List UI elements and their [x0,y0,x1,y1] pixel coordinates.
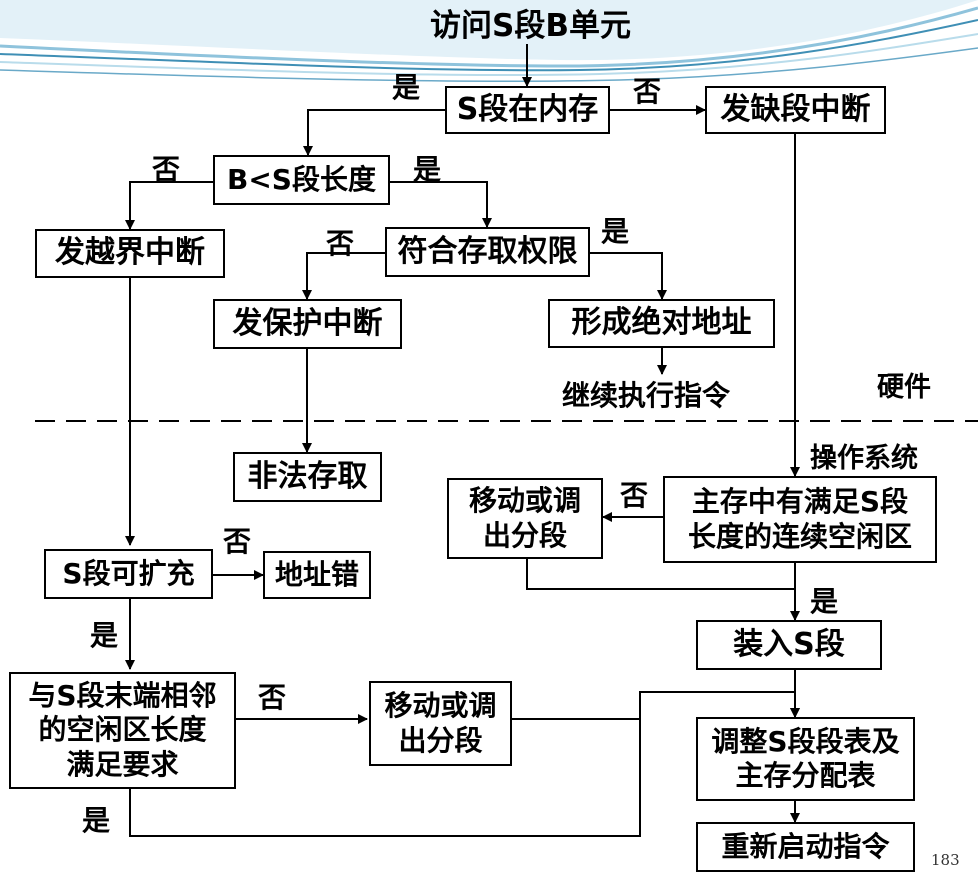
label-os: 操作系统 [810,443,918,474]
box-move-out-top: 移动或调 出分段 [447,478,603,559]
label-hardware: 硬件 [877,372,931,403]
label-no-memory: 否 [633,75,662,108]
arrow-moveout-to-adjust [512,691,800,720]
banner-wave-1 [0,0,978,61]
box-address-error: 地址错 [263,551,371,599]
box-out-of-bounds: 发越界中断 [35,229,225,278]
box-form-address: 形成绝对地址 [548,299,775,348]
arrow-rights-to-protection [302,252,385,300]
slide-title: 访问S段B单元 [430,8,631,44]
arrow-moveout-to-load [526,559,795,590]
label-no-rights: 否 [326,227,355,260]
label-yes-adjacent: 是 [82,804,111,837]
box-expandable: S段可扩充 [44,549,213,599]
box-illegal-access: 非法存取 [233,452,382,502]
arrow-bcheck-to-bounds [125,181,213,230]
box-adjust-tables: 调整S段段表及 主存分配表 [696,717,915,801]
box-in-memory: S段在内存 [445,86,610,134]
label-yes-expandable: 是 [90,619,119,652]
box-load-segment: 装入S段 [696,620,882,670]
box-segment-fault: 发缺段中断 [705,86,886,134]
box-move-out-bottom: 移动或调 出分段 [369,681,512,766]
box-b-lt-length: B<S段长度 [213,155,390,205]
arrow-rights-to-address [590,252,667,300]
label-yes-freespace: 是 [810,585,839,618]
banner-wave-3 [0,19,978,72]
box-adjacent-free: 与S段末端相邻 的空闲区长度 满足要求 [9,672,236,789]
label-yes-rights: 是 [601,215,630,248]
box-free-space: 主存中有满足S段 长度的连续空闲区 [663,476,937,563]
label-no-bcheck: 否 [152,153,181,186]
banner-wave-2 [0,6,978,68]
box-protection-fault: 发保护中断 [213,299,402,349]
header-banner [0,0,978,83]
label-no-expandable: 否 [223,525,252,558]
page-number: 183 [931,851,960,869]
label-yes-bcheck: 是 [413,153,442,186]
label-no-adjacent: 否 [258,681,287,714]
banner-wave-4 [0,33,978,77]
box-restart: 重新启动指令 [696,822,915,872]
banner-wave-5 [0,47,978,83]
box-access-rights: 符合存取权限 [385,227,590,277]
label-continue-exec: 继续执行指令 [562,379,731,412]
arrow-memory-to-bcheck [303,109,445,156]
label-yes-memory: 是 [392,71,421,104]
arrow-adjacent-yes-join [129,719,641,837]
arrow-bcheck-to-rights [390,181,492,228]
label-no-freespace: 否 [620,479,649,512]
